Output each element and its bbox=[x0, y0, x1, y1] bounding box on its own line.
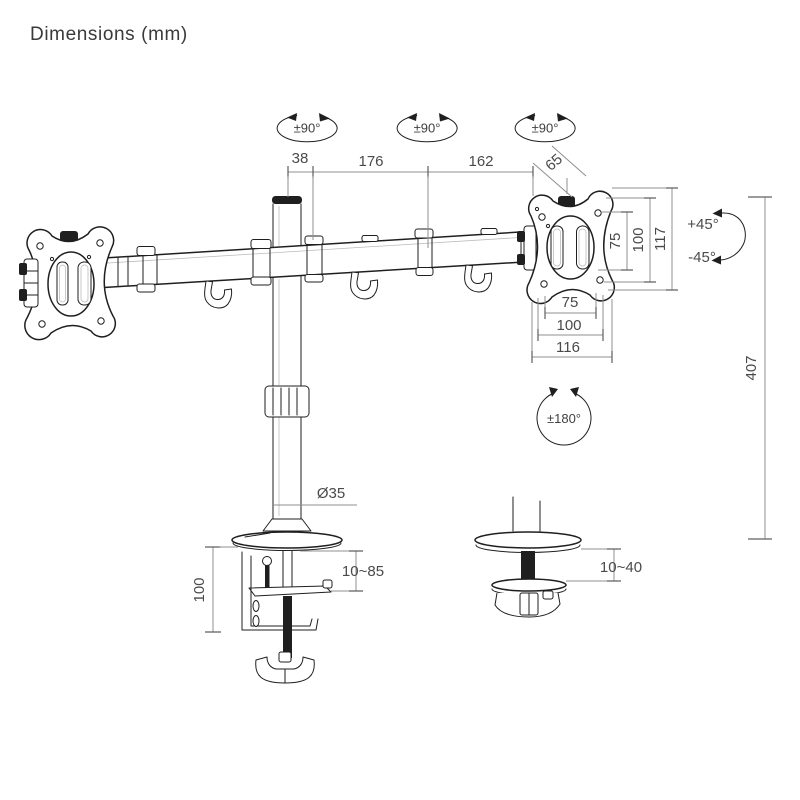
clamp-wing-knob bbox=[255, 651, 315, 684]
clamp-screw-threaded bbox=[283, 596, 292, 658]
clamp-c-bracket bbox=[241, 551, 319, 631]
clamp-screw-upper bbox=[282, 550, 293, 590]
dim-label-h100: 100 bbox=[556, 317, 581, 334]
dim-label-162: 162 bbox=[468, 153, 493, 170]
dim-label-clamp-100: 100 bbox=[191, 577, 208, 602]
grommet-pole-stub bbox=[512, 496, 541, 532]
pole-top-cap bbox=[272, 196, 302, 204]
dim-label-407: 407 bbox=[743, 355, 760, 380]
right-vesa-plate bbox=[517, 190, 616, 305]
dim-label-180: ±180° bbox=[547, 411, 581, 426]
pole-collar bbox=[264, 385, 310, 418]
dim-vesa-horizontal: 75 100 116 bbox=[531, 293, 613, 363]
dim-label-10-40: 10~40 bbox=[600, 559, 642, 576]
left-tilt-hinge bbox=[19, 258, 39, 308]
rotation-symbol-left: ±90° bbox=[276, 113, 338, 143]
dim-label-v100: 100 bbox=[630, 227, 647, 252]
dim-tilt: +45° -45° bbox=[687, 208, 746, 266]
clamp-under-plate bbox=[248, 585, 332, 597]
dim-vesa-vertical: 75 100 117 bbox=[598, 187, 678, 291]
monitor-arm-drawing bbox=[19, 190, 616, 684]
dim-label-65: 65 bbox=[542, 151, 566, 175]
dim-label-d35: Ø35 bbox=[317, 485, 345, 502]
dim-label-h116: 116 bbox=[556, 339, 580, 356]
pole-base-flare bbox=[262, 518, 312, 532]
page-title: Dimensions (mm) bbox=[30, 24, 188, 45]
dim-label-10-85: 10~85 bbox=[342, 563, 384, 580]
rotation-label-mid: ±90° bbox=[414, 121, 441, 136]
dual-arm bbox=[99, 228, 537, 309]
desk-clamp-mount bbox=[231, 531, 343, 684]
swivel-symbol: ±180° bbox=[536, 387, 592, 446]
dim-top-chain: 38 176 162 bbox=[287, 150, 534, 248]
arm-joint-caps bbox=[136, 228, 498, 293]
dim-grommet-range: 10~40 bbox=[566, 548, 642, 582]
dim-label-tilt-up: +45° bbox=[687, 216, 718, 233]
rotation-symbol-mid: ±90° bbox=[396, 113, 458, 143]
dim-label-38: 38 bbox=[292, 150, 309, 167]
rotation-label-right: ±90° bbox=[532, 121, 559, 136]
rotation-label-left: ±90° bbox=[294, 121, 321, 136]
grommet-lower-bracket bbox=[494, 590, 561, 618]
dim-label-tilt-down: -45° bbox=[688, 249, 716, 266]
dim-label-v75: 75 bbox=[607, 233, 624, 250]
dim-label-v117: 117 bbox=[652, 227, 669, 251]
dim-label-176: 176 bbox=[358, 153, 383, 170]
arm-joint-lines bbox=[117, 230, 532, 288]
pole-column bbox=[262, 196, 312, 532]
dim-pole-diameter: Ø35 bbox=[273, 485, 357, 506]
right-tilt-hinge bbox=[517, 225, 537, 271]
dim-label-h75: 75 bbox=[562, 294, 579, 311]
dim-clamp-range: 10~85 bbox=[300, 550, 384, 592]
dim-pole-height: 407 bbox=[743, 196, 772, 540]
grommet-mount bbox=[474, 496, 582, 618]
left-vesa-plate bbox=[19, 226, 117, 341]
dim-knob-offset: 65 bbox=[532, 145, 587, 198]
dim-clamp-height: 100 bbox=[191, 546, 238, 633]
grommet-threaded-rod bbox=[521, 551, 535, 581]
rotation-symbol-right: ±90° bbox=[514, 113, 576, 143]
dimension-annotations: 38 176 162 65 ±90° ±90° bbox=[191, 113, 772, 633]
clamp-stop-screw bbox=[262, 556, 272, 566]
cable-clip-hooks bbox=[204, 264, 493, 309]
